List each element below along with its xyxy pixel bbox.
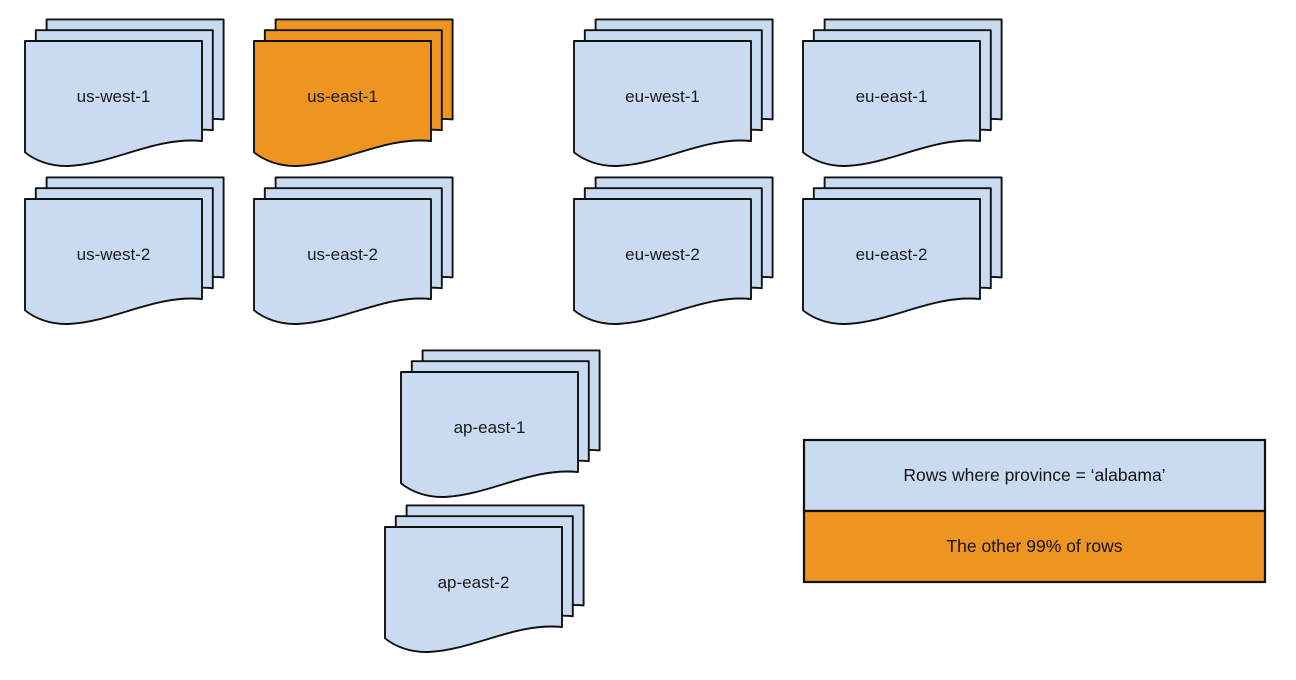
document-sheet-front (573, 198, 752, 325)
document-sheet-front (802, 198, 981, 325)
region-stack-eu-east-1[interactable]: eu-east-1 (802, 18, 1003, 167)
document-sheet-front (24, 198, 203, 325)
document-sheet-front (253, 198, 432, 325)
legend-row-highlight-swatch (802, 438, 1267, 513)
region-stack-eu-west-1[interactable]: eu-west-1 (573, 18, 774, 167)
document-sheet-front (253, 40, 432, 167)
region-stack-us-west-2[interactable]: us-west-2 (24, 176, 225, 325)
document-sheet-front (384, 526, 563, 653)
document-sheet-front (573, 40, 752, 167)
region-stack-eu-east-2[interactable]: eu-east-2 (802, 176, 1003, 325)
document-sheet-front (24, 40, 203, 167)
document-sheet-front (400, 371, 579, 498)
region-stack-us-east-1[interactable]: us-east-1 (253, 18, 454, 167)
legend-row-other: The other 99% of rows (802, 509, 1267, 584)
legend: Rows where province = ‘alabama’The other… (802, 438, 1267, 584)
region-stack-ap-east-1[interactable]: ap-east-1 (400, 349, 601, 498)
legend-row-highlight: Rows where province = ‘alabama’ (802, 438, 1267, 513)
region-stack-ap-east-2[interactable]: ap-east-2 (384, 504, 585, 653)
document-sheet-front (802, 40, 981, 167)
legend-row-other-swatch (802, 509, 1267, 584)
